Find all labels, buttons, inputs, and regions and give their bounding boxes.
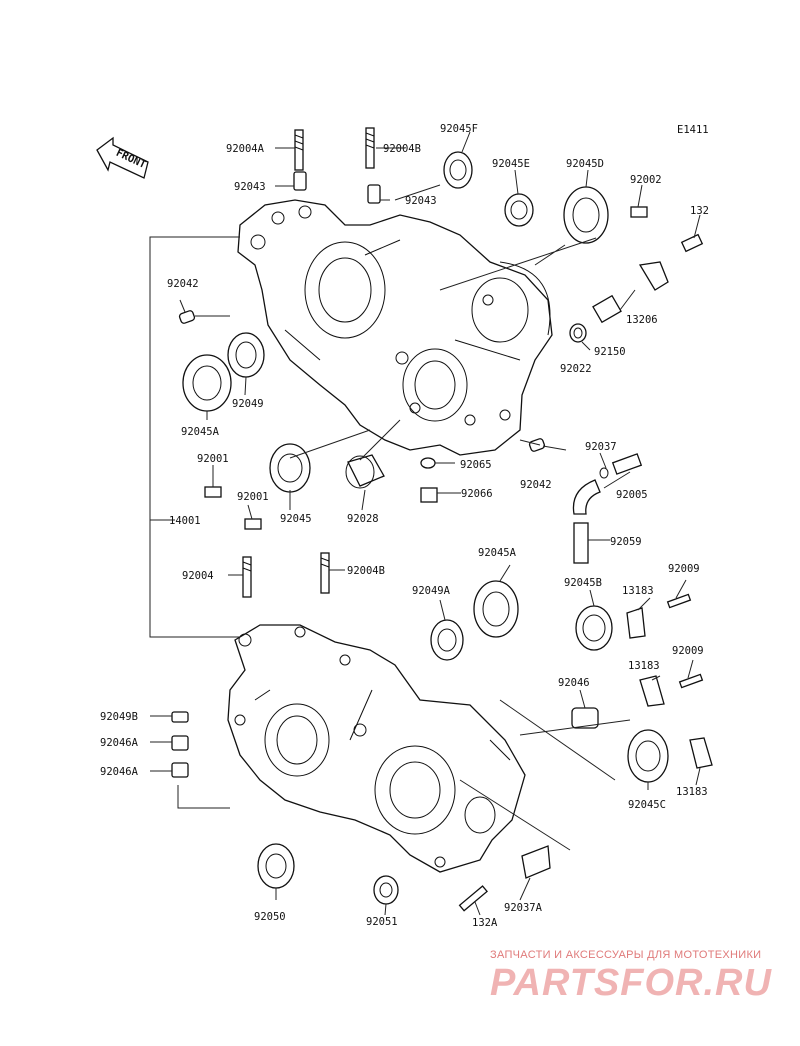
part-label: 92066	[461, 488, 493, 500]
watermark-logo: PARTSFOR.RU	[490, 962, 772, 1004]
part-label: 92042	[167, 278, 199, 290]
stud-parts	[242, 127, 375, 598]
part-label: 13183	[622, 585, 654, 597]
part-label: 92045C	[628, 799, 666, 811]
bolts	[204, 206, 704, 912]
part-label: 92004	[182, 570, 214, 582]
part-label: 92004B	[347, 565, 385, 577]
part-label: 92045D	[566, 158, 604, 170]
part-label: 92001	[197, 453, 229, 465]
part-label: 92150	[594, 346, 626, 358]
part-label: 92043	[234, 181, 266, 193]
part-label: 132A	[472, 917, 498, 929]
front-arrow-icon: FRONT	[96, 136, 149, 179]
part-label: 92037A	[504, 902, 543, 914]
part-label: 92045F	[440, 123, 478, 135]
part-label: 92045A	[478, 547, 517, 559]
lower-crankcase-half	[227, 624, 526, 873]
part-label: 92046	[558, 677, 590, 689]
part-label: 92045A	[181, 426, 220, 438]
part-label: 92004A	[226, 143, 265, 155]
part-label: 92051	[366, 916, 398, 928]
part-label: 92028	[347, 513, 379, 525]
part-label: 92043	[405, 195, 437, 207]
part-label: 92045E	[492, 158, 530, 170]
part-label: 13183	[628, 660, 660, 672]
part-label: 92049B	[100, 711, 138, 723]
part-label: 92046A	[100, 737, 139, 749]
part-labels: 92004A 92004B 92045F 92043 92043 92045E …	[100, 123, 709, 929]
part-label: 92065	[460, 459, 492, 471]
dowel-pins	[178, 171, 546, 452]
part-label: 92046A	[100, 766, 139, 778]
watermark-tagline: ЗАПЧАСТИ И АКСЕССУАРЫ ДЛЯ МОТОТЕХНИКИ	[490, 949, 762, 961]
bearings	[182, 151, 669, 905]
part-label: 14001	[169, 515, 201, 527]
part-label: 92045	[280, 513, 312, 525]
part-label: 92002	[630, 174, 662, 186]
upper-crankcase-half	[237, 199, 553, 456]
part-label: 92059	[610, 536, 642, 548]
part-label: 92050	[254, 911, 286, 923]
misc-parts	[521, 261, 713, 879]
leader-lines	[149, 131, 701, 916]
part-label: 92022	[560, 363, 592, 375]
part-label: 92045B	[564, 577, 602, 589]
part-label: 92005	[616, 489, 648, 501]
part-label: 92004B	[383, 143, 421, 155]
part-label: 92001	[237, 491, 269, 503]
part-label: 92049A	[412, 585, 451, 597]
part-label: 132	[690, 205, 709, 217]
part-label: 13183	[676, 786, 708, 798]
part-label: 92009	[668, 563, 700, 575]
part-label: 92037	[585, 441, 617, 453]
part-label: 92049	[232, 398, 264, 410]
part-label: 92042	[520, 479, 552, 491]
part-label: 92009	[672, 645, 704, 657]
part-label: 13206	[626, 314, 658, 326]
ref-code: E1411	[677, 124, 709, 136]
